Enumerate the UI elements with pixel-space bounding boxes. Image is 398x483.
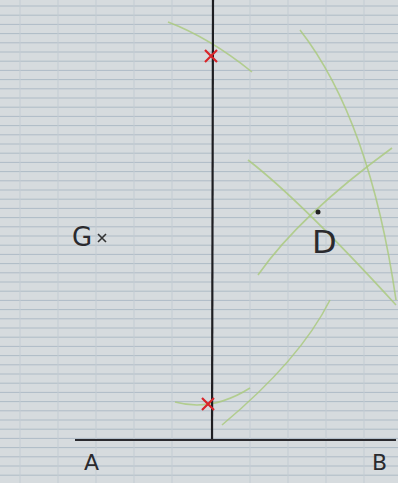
ruling-line [0, 180, 398, 181]
ruling-line [0, 98, 398, 99]
ruling-line [0, 61, 398, 62]
point-label: D [312, 226, 337, 258]
ruling-line [0, 88, 398, 89]
ruling-line [0, 217, 398, 218]
ruling-line [0, 263, 398, 264]
ruling-line [0, 236, 398, 237]
ruling-line [0, 318, 398, 319]
ruling-line [0, 300, 398, 301]
ruling-line [0, 328, 398, 329]
ruling-line [0, 171, 398, 172]
ruling-line [0, 401, 398, 402]
ruling-line [0, 107, 398, 108]
ruling-line [0, 153, 398, 154]
ruling-line [0, 355, 398, 356]
ruling-line [0, 116, 398, 117]
grid-line [250, 0, 251, 483]
ruling-line [0, 364, 398, 365]
ruling-line [0, 125, 398, 126]
ruling-line [0, 226, 398, 227]
ruling-line [0, 337, 398, 338]
point-label: B [372, 452, 387, 474]
grid-line [58, 0, 59, 483]
red-marks [202, 50, 217, 410]
compass-arc [168, 22, 252, 72]
ruling-line [0, 466, 398, 467]
ruling-line [0, 456, 398, 457]
ruling-line [0, 254, 398, 255]
ruling-line [0, 429, 398, 430]
segment-line [75, 439, 396, 441]
grid-line [172, 0, 173, 483]
ruling-line [0, 420, 398, 421]
ruling-line [0, 42, 398, 43]
point-cross [98, 234, 106, 242]
ruling-line [0, 438, 398, 439]
ruling-line [0, 24, 398, 25]
compass-arc [300, 30, 396, 300]
ruling-line [0, 447, 398, 448]
ruling-line [0, 208, 398, 209]
ruling-line [0, 346, 398, 347]
paper-grid [20, 0, 364, 483]
ruling-line [0, 70, 398, 71]
ruling-line [0, 199, 398, 200]
grid-line [96, 0, 97, 483]
perpendicular-line [212, 0, 213, 440]
cross-mark [202, 398, 214, 410]
compass-arc [222, 300, 330, 425]
point-label: G [72, 224, 92, 250]
ruling-line [0, 6, 398, 7]
compass-arcs [168, 22, 396, 425]
ruling-line [0, 15, 398, 16]
ruling-line [0, 291, 398, 292]
ruling-line [0, 374, 398, 375]
ruling-line [0, 134, 398, 135]
paper-ruling [0, 6, 398, 475]
ruling-line [0, 245, 398, 246]
ruling-line [0, 410, 398, 411]
ruling-line [0, 162, 398, 163]
ruling-line [0, 392, 398, 393]
ruling-line [0, 52, 398, 53]
ruling-line [0, 475, 398, 476]
cross-mark [205, 50, 217, 62]
ruling-line [0, 33, 398, 34]
point-label: A [84, 452, 99, 474]
ruling-line [0, 309, 398, 310]
compass-arc [258, 148, 392, 275]
point-dot [316, 210, 321, 215]
ruling-line [0, 79, 398, 80]
ruling-line [0, 144, 398, 145]
grid-line [364, 0, 365, 483]
grid-line [288, 0, 289, 483]
ruling-line [0, 282, 398, 283]
grid-line [134, 0, 135, 483]
compass-arc [248, 160, 396, 305]
ruling-line [0, 272, 398, 273]
grid-line [20, 0, 21, 483]
ruling-line [0, 383, 398, 384]
